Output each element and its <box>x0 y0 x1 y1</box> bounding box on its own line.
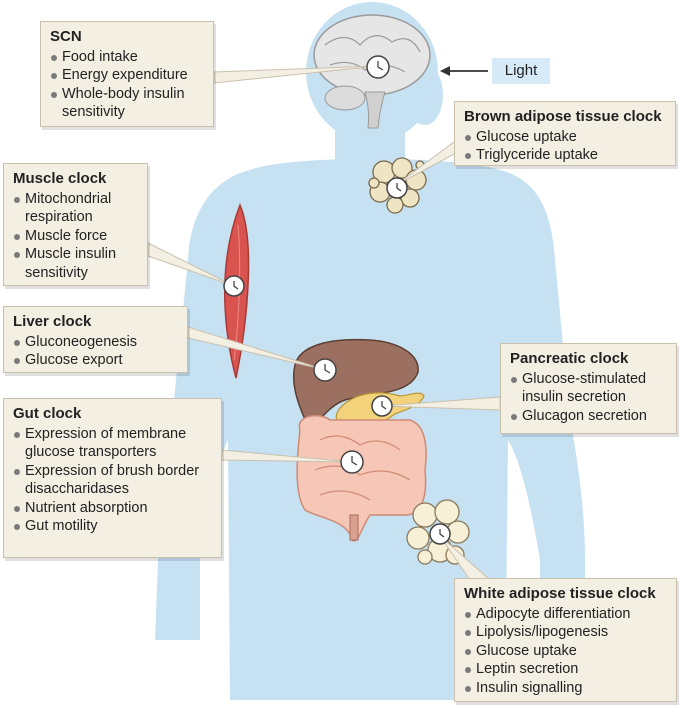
list-item: Glucagon secretion <box>510 407 667 426</box>
gut-list: Expression of membrane glucose transport… <box>13 425 212 536</box>
light-label: Light <box>492 58 550 84</box>
list-item: Triglyceride uptake <box>464 146 666 165</box>
muscle-list: Mitochondrial respiration Muscle force M… <box>13 190 138 283</box>
white-adipose-clock-icon <box>429 523 451 545</box>
gut-title: Gut clock <box>13 405 82 422</box>
brain <box>313 14 431 129</box>
white-adipose-title: White adipose tissue clock <box>464 585 656 602</box>
list-item: Leptin secretion <box>464 660 667 679</box>
list-item: Nutrient absorption <box>13 499 212 518</box>
list-item: Glucose uptake <box>464 128 666 147</box>
gut-box: Gut clock Expression of membrane glucose… <box>3 398 222 558</box>
list-item: Gut motility <box>13 517 212 536</box>
liver-title: Liver clock <box>13 313 92 330</box>
list-item: Glucose uptake <box>464 642 667 661</box>
list-item: Expression of brush border disaccharidas… <box>13 462 212 499</box>
liver-clock-icon <box>313 358 337 382</box>
pancreatic-list: Glucose-stimulated insulin secretion Glu… <box>510 370 667 426</box>
list-item: Gluconeogenesis <box>13 333 178 352</box>
list-item: Lipolysis/lipogenesis <box>464 623 667 642</box>
list-item: Glucose export <box>13 351 178 370</box>
brown-adipose-title: Brown adipose tissue clock <box>464 108 662 125</box>
light-arrow <box>440 66 488 76</box>
list-item: Whole-body insulin sensitivity <box>50 85 204 122</box>
scn-connector <box>213 65 379 84</box>
scn-list: Food intake Energy expenditure Whole-bod… <box>50 48 204 122</box>
list-item: Expression of membrane glucose transport… <box>13 425 212 462</box>
callout-connectors <box>147 65 501 581</box>
scn-box: SCN Food intake Energy expenditure Whole… <box>40 21 214 127</box>
liver-list: Gluconeogenesis Glucose export <box>13 333 178 370</box>
liver-box: Liver clock Gluconeogenesis Glucose expo… <box>3 306 188 373</box>
brown-adipose-clock-icon <box>386 177 408 199</box>
pancreatic-title: Pancreatic clock <box>510 350 629 367</box>
intestine <box>296 414 427 542</box>
muscle-connector <box>147 242 235 287</box>
brown-adipose-list: Glucose uptake Triglyceride uptake <box>464 128 666 165</box>
muscle-clock-icon <box>223 275 245 297</box>
muscle-box: Muscle clock Mitochondrial respiration M… <box>3 163 148 286</box>
pancreatic-clock-icon <box>371 395 393 417</box>
list-item: Adipocyte differentiation <box>464 605 667 624</box>
gut-clock-icon <box>340 450 364 474</box>
white-adipose-list: Adipocyte differentiation Lipolysis/lipo… <box>464 605 667 698</box>
brown-adipose-cluster <box>368 157 427 214</box>
white-adipose-box: White adipose tissue clock Adipocyte dif… <box>454 578 677 702</box>
clock-icons <box>223 55 451 545</box>
pancreatic-box: Pancreatic clock Glucose-stimulated insu… <box>500 343 677 434</box>
gut-connector <box>221 449 353 463</box>
scn-title: SCN <box>50 28 82 45</box>
list-item: Energy expenditure <box>50 66 204 85</box>
list-item: Glucose-stimulated insulin secretion <box>510 370 667 407</box>
white-adipose-cluster <box>406 499 470 565</box>
list-item: Muscle insulin sensitivity <box>13 245 138 282</box>
liver-connector <box>187 326 327 371</box>
list-item: Insulin signalling <box>464 679 667 698</box>
list-item: Food intake <box>50 48 204 67</box>
list-item: Muscle force <box>13 227 138 246</box>
brown-adipose-box: Brown adipose tissue clock Glucose uptak… <box>454 101 676 166</box>
list-item: Mitochondrial respiration <box>13 190 138 227</box>
scn-clock-icon <box>366 55 390 79</box>
muscle-title: Muscle clock <box>13 170 107 187</box>
